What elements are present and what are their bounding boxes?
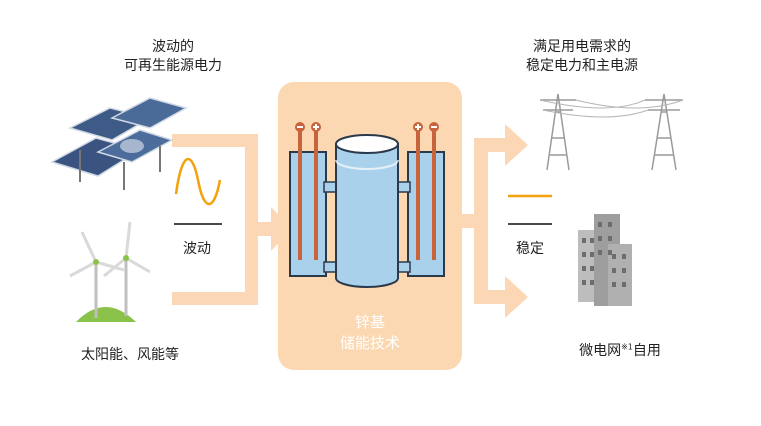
- wave-icon: [174, 158, 222, 225]
- output-arrow-bottom-head: [505, 276, 528, 318]
- output-arrow-vertical: [474, 138, 488, 302]
- output-title-line1: 满足用电需求的: [533, 39, 631, 55]
- building-icon: [578, 214, 632, 306]
- input-arrow-bottom-horizontal: [172, 292, 258, 305]
- input-arrow-top-vertical: [245, 134, 258, 234]
- stable-label: 稳定: [516, 241, 544, 257]
- output-title: 满足用电需求的 稳定电力和主电源: [512, 38, 652, 76]
- output-arrow-top-horizontal: [474, 138, 508, 152]
- right-cell: [407, 151, 445, 277]
- input-title-line2: 可再生能源电力: [124, 58, 222, 74]
- tank-water-line: [335, 159, 399, 170]
- left-cell: [289, 151, 327, 277]
- right-electrode-neg: [432, 130, 436, 260]
- microgrid-name: 微电网: [579, 343, 622, 359]
- battery-icon: [289, 122, 445, 288]
- tank-top: [335, 134, 399, 154]
- input-arrow-merge: [245, 222, 273, 236]
- microgrid-footnote: ※1: [621, 342, 633, 352]
- microgrid-suffix: 自用: [632, 343, 661, 359]
- input-title-line1: 波动的: [152, 39, 194, 55]
- input-arrow-top-horizontal: [172, 134, 258, 147]
- stable-line-icon: [508, 194, 552, 225]
- output-title-line2: 稳定电力和主电源: [526, 58, 638, 74]
- output-arrows: [460, 124, 528, 318]
- transmission-tower-icon: [539, 93, 684, 171]
- storage-tech-line1: 锌基: [354, 313, 385, 331]
- left-electrode-neg: [298, 130, 302, 260]
- input-arrow-bottom-vertical: [245, 232, 258, 305]
- input-title: 波动的 可再生能源电力: [118, 38, 228, 76]
- central-tank: [335, 144, 399, 288]
- output-arrow-top-head: [505, 124, 528, 166]
- wind-turbine-icon: [69, 221, 151, 322]
- right-electrode-pos: [416, 130, 420, 260]
- storage-tech-line2: 储能技术: [339, 334, 400, 352]
- storage-tech-label: 锌基 储能技术: [278, 312, 462, 354]
- microgrid-label: 微电网※1自用: [560, 342, 680, 361]
- left-electrode-pos: [314, 130, 318, 260]
- fluct-label: 波动: [183, 241, 211, 257]
- solar-panel-icon: [50, 97, 188, 190]
- sources-label: 太阳能、风能等: [81, 347, 179, 363]
- output-arrow-bottom-horizontal: [474, 290, 508, 304]
